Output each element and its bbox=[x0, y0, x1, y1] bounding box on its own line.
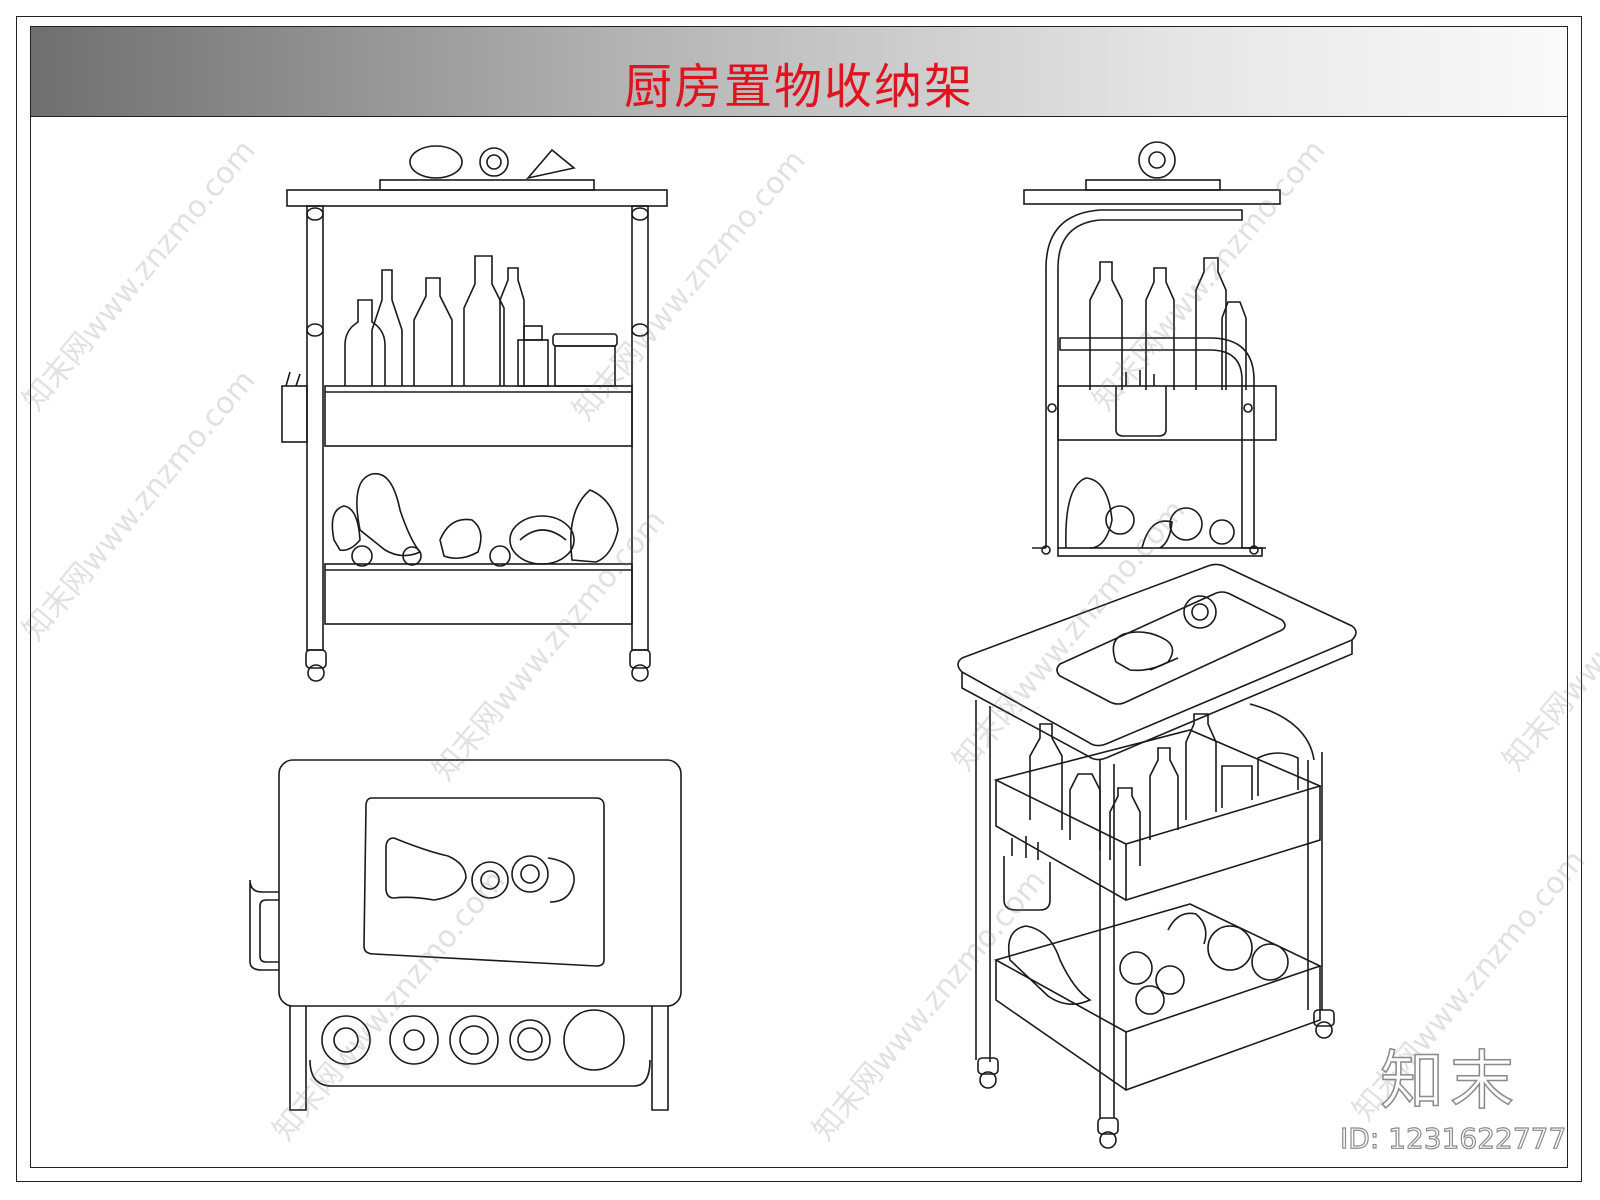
title-bar: 厨房置物收纳架 bbox=[31, 27, 1567, 117]
front-view bbox=[281, 145, 668, 682]
brand-logo-text: 知末 bbox=[1379, 1044, 1520, 1120]
front-top-board bbox=[286, 189, 668, 207]
image-id: ID: 1231622777 bbox=[1339, 1121, 1567, 1155]
inner-frame bbox=[30, 26, 1568, 1168]
side-view bbox=[1023, 141, 1281, 557]
page-title: 厨房置物收纳架 bbox=[623, 59, 974, 115]
perspective-view bbox=[957, 563, 1357, 1149]
top-view bbox=[249, 759, 682, 1111]
outer-frame bbox=[16, 16, 1582, 1182]
